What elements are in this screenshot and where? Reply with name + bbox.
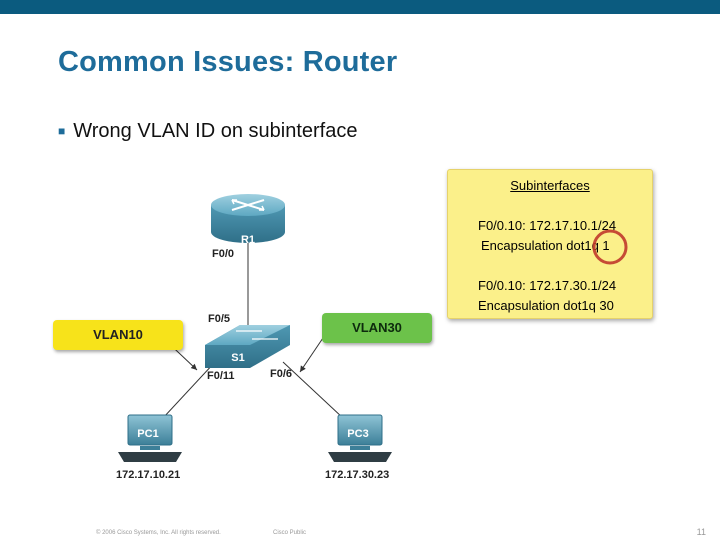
router-name: R1 — [241, 234, 255, 246]
bullet-item: ■ Wrong VLAN ID on subinterface — [58, 120, 357, 143]
switch-name: S1 — [231, 352, 244, 364]
switch-port-left-label: F0/11 — [207, 370, 235, 382]
footer-copyright: © 2006 Cisco Systems, Inc. All rights re… — [96, 530, 221, 536]
switch-s1-icon: S1 — [205, 325, 290, 368]
subinterface-10-address: F0/0.10: 172.17.10.1/24 — [478, 218, 617, 233]
vlan10-tag: VLAN10 — [53, 320, 183, 350]
subinterfaces-title: Subinterfaces — [510, 178, 590, 193]
error-highlight-circle — [592, 229, 628, 265]
top-bar — [0, 0, 720, 14]
pc3-name: PC3 — [347, 428, 368, 440]
vlan30-arrow — [299, 334, 326, 373]
pc1-icon: PC1 — [118, 414, 182, 462]
slide-title: Common Issues: Router — [58, 46, 398, 78]
switch-port-right-label: F0/6 — [270, 368, 293, 380]
subinterface-30-encapsulation: Encapsulation dot1q 30 — [478, 298, 614, 313]
subinterfaces-box: Subinterfaces F0/0.10: 172.17.10.1/24 En… — [447, 169, 653, 319]
router-r1-icon: R1 — [211, 194, 285, 246]
bullet-text: Wrong VLAN ID on subinterface — [73, 120, 358, 142]
pc3-icon: PC3 — [328, 414, 392, 462]
vlan30-tag: VLAN30 — [322, 313, 432, 343]
subinterface-10-encapsulation: Encapsulation dot1q 1 — [481, 238, 610, 253]
switch-port-up-label: F0/5 — [208, 313, 231, 325]
subinterface-30-address: F0/0.10: 172.17.30.1/24 — [478, 278, 617, 293]
pc1-name: PC1 — [137, 428, 158, 440]
footer-classification: Cisco Public — [273, 530, 307, 536]
bullet-marker-icon: ■ — [58, 124, 66, 138]
pc1-ip-label: 172.17.10.21 — [116, 469, 181, 481]
page-number: 11 — [696, 527, 706, 537]
pc3-ip-label: 172.17.30.23 — [325, 469, 390, 481]
router-port-label: F0/0 — [212, 248, 235, 260]
